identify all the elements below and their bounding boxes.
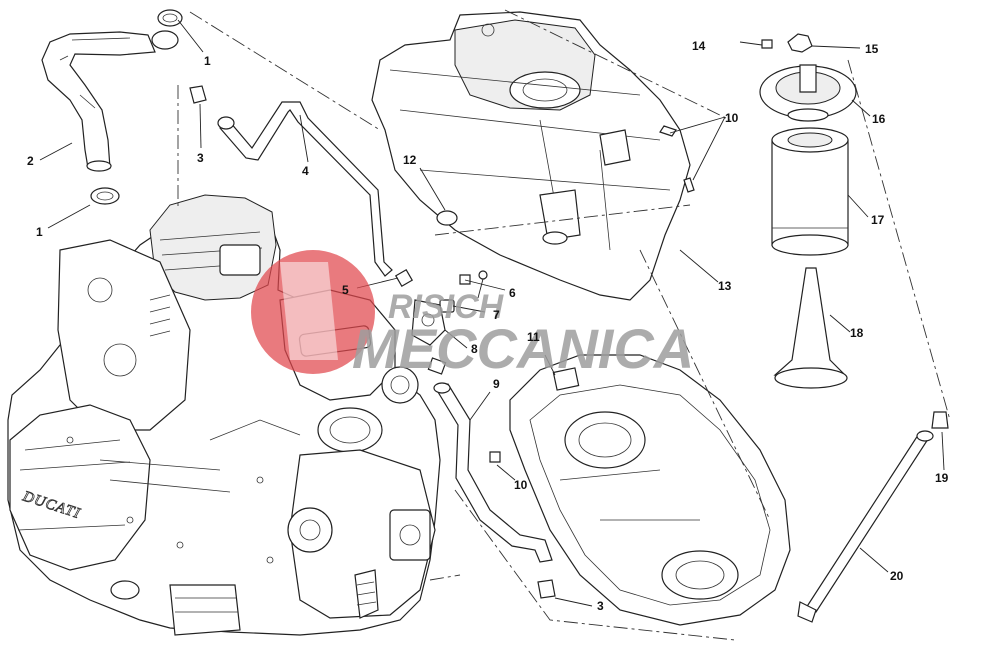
watermark-line1: RISICH [388, 288, 505, 326]
callout-10-bottom: 10 [514, 478, 528, 492]
callout-14: 14 [692, 39, 706, 53]
valve-assembly-part [394, 268, 488, 375]
grommet-part-12 [436, 210, 458, 226]
rod-part-20 [797, 430, 934, 623]
watermark: RISICH MECCANICA [251, 250, 694, 380]
callout-12: 12 [403, 153, 417, 167]
breather-hose-part [41, 30, 179, 172]
callout-3-top: 3 [197, 151, 204, 165]
callout-4: 4 [302, 164, 309, 178]
callout-17: 17 [871, 213, 885, 227]
callout-1-bottom: 1 [36, 225, 43, 239]
bolt-part-6 [459, 274, 471, 285]
airbox-cover-part [371, 11, 691, 301]
callout-labels: 1 2 1 3 4 5 6 7 8 9 10 10 11 12 13 14 15… [27, 39, 949, 613]
funnel-part-18 [773, 267, 848, 389]
airbox-base-part [509, 354, 791, 626]
breather-pipe-part [217, 101, 393, 277]
callout-18: 18 [850, 326, 864, 340]
callout-7: 7 [493, 308, 500, 322]
callout-6: 6 [509, 286, 516, 300]
wing-nut-part-15 [787, 33, 813, 53]
callout-3-bottom: 3 [597, 599, 604, 613]
screw-part-10 [489, 125, 695, 463]
leader-lines [39, 19, 945, 607]
watermark-line2: MECCANICA [352, 317, 694, 380]
callout-1-top: 1 [204, 54, 211, 68]
callout-5: 5 [342, 283, 349, 297]
callout-2: 2 [27, 154, 34, 168]
callout-15: 15 [865, 42, 879, 56]
fitting-part-top [189, 85, 207, 104]
callout-20: 20 [890, 569, 904, 583]
filter-lid-part-16 [759, 64, 857, 122]
hose-clamp-bottom [90, 187, 120, 205]
hose-clamp-top [157, 9, 183, 27]
cap-part-19 [931, 411, 949, 429]
callout-16: 16 [872, 112, 886, 126]
callout-10-top: 10 [725, 111, 739, 125]
callout-19: 19 [935, 471, 949, 485]
callout-13: 13 [718, 279, 732, 293]
callout-9: 9 [493, 377, 500, 391]
screw-part-14 [739, 39, 773, 49]
callout-8: 8 [471, 342, 478, 356]
callout-11: 11 [527, 330, 540, 344]
drain-hose-part [433, 382, 553, 563]
air-filter-part-17 [771, 127, 849, 256]
assembly-lines [177, 9, 951, 641]
fitting-part-bottom [537, 579, 556, 599]
